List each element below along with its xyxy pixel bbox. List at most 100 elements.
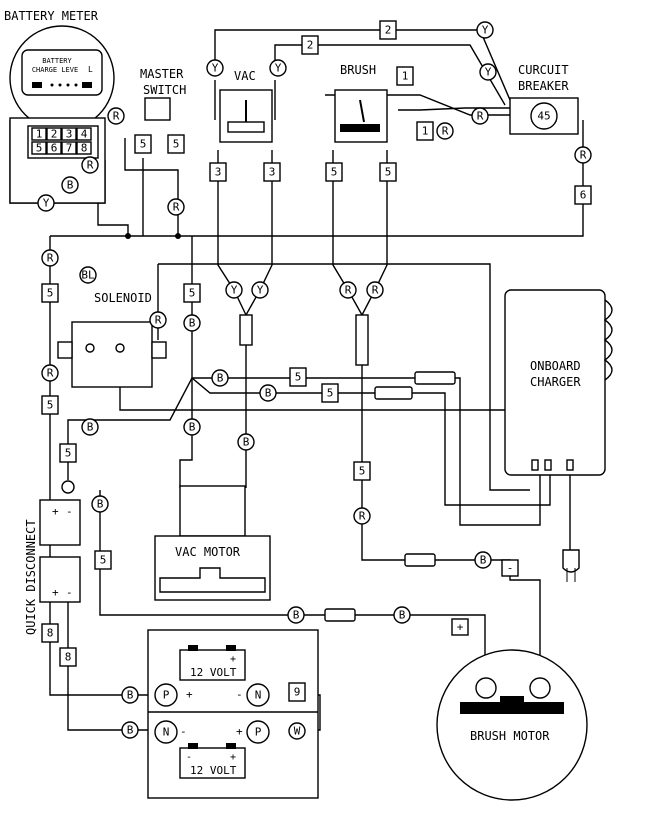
svg-text:3: 3 xyxy=(269,166,276,179)
vac-motor-label: VAC MOTOR xyxy=(175,545,241,559)
svg-text:B: B xyxy=(189,317,196,330)
meter-digit: 8 xyxy=(81,142,88,155)
circuit-breaker: CURCUIT BREAKER 45 xyxy=(509,63,579,135)
wire-color-tag: Y xyxy=(225,281,243,299)
svg-text:B: B xyxy=(127,724,134,737)
wire-color-tag: R xyxy=(81,156,99,174)
svg-text:Y: Y xyxy=(482,24,489,37)
svg-text:5: 5 xyxy=(327,387,334,400)
breaker-rating: 45 xyxy=(537,110,550,123)
svg-text:R: R xyxy=(442,125,449,138)
circuit-breaker-label-1: CURCUIT xyxy=(518,63,569,77)
wire-number-tag: 5 xyxy=(325,162,343,182)
wire-color-tag: B xyxy=(287,606,305,624)
wire-number-tag: 5 xyxy=(41,283,59,303)
vac-label: VAC xyxy=(234,69,256,83)
meter-digit: 4 xyxy=(81,128,88,141)
wire-color-tag: B xyxy=(121,721,139,739)
polarity-box: + xyxy=(451,618,469,636)
wire-number-tag: 5 xyxy=(167,134,185,154)
master-switch-label-2: SWITCH xyxy=(143,83,186,97)
wire-color-tag: B xyxy=(91,495,109,513)
wire-color-tag: R xyxy=(366,281,384,299)
terminal-plus-bottom: + xyxy=(236,725,243,738)
wire-color-tag: R xyxy=(574,146,592,164)
battery-bottom-plus: + xyxy=(230,752,236,763)
svg-text:R: R xyxy=(173,201,180,214)
svg-text:1: 1 xyxy=(402,70,409,83)
charger-label-2: CHARGER xyxy=(530,375,581,389)
terminal-n-bottom: N xyxy=(163,726,170,739)
svg-text:W: W xyxy=(294,725,301,738)
svg-text:5: 5 xyxy=(47,399,54,412)
brush-label: BRUSH xyxy=(340,63,376,77)
meter-digit: 5 xyxy=(36,142,43,155)
svg-text:R: R xyxy=(372,284,379,297)
wire-number-tag: 5 xyxy=(41,395,59,415)
wire-color-tag: B xyxy=(393,606,411,624)
wire-color-tag: B xyxy=(61,176,79,194)
wire-color-tag: R xyxy=(107,107,125,125)
brush-motor: BRUSH MOTOR xyxy=(436,649,588,801)
svg-text:5: 5 xyxy=(100,554,107,567)
solenoid: SOLENOID xyxy=(57,291,167,388)
wire-color-tag: R xyxy=(149,311,167,329)
wire-number-tag: 5 xyxy=(321,383,339,403)
svg-text:R: R xyxy=(47,367,54,380)
wire-color-tag: Y xyxy=(37,194,55,212)
battery-meter: BATTERY METER BATTERY CHARGE LEVE L 1 2 … xyxy=(4,9,115,204)
svg-text:R: R xyxy=(477,110,484,123)
svg-text:2: 2 xyxy=(385,24,392,37)
battery-meter-label: BATTERY METER xyxy=(4,9,99,23)
wire-color-tag: B xyxy=(121,686,139,704)
svg-text:R: R xyxy=(359,510,366,523)
svg-text:B: B xyxy=(127,689,134,702)
svg-text:B: B xyxy=(243,436,250,449)
meter-digit: 6 xyxy=(51,142,58,155)
wire-number-tag: 5 xyxy=(379,162,397,182)
wire-number-tag: 9 xyxy=(288,682,306,702)
svg-text:B: B xyxy=(189,421,196,434)
wire-number-tag: 5 xyxy=(59,443,77,463)
polarity-box: - xyxy=(501,559,519,577)
terminal-p-bottom: P xyxy=(255,726,262,739)
wire-color-tag: R xyxy=(436,122,454,140)
svg-text:6: 6 xyxy=(580,189,587,202)
meter-face-label-1: BATTERY xyxy=(42,57,72,65)
wire-number-tag: 6 xyxy=(574,185,592,205)
svg-text:B: B xyxy=(293,609,300,622)
wire-color-tag: Y xyxy=(251,281,269,299)
svg-text:8: 8 xyxy=(65,651,72,664)
svg-text:R: R xyxy=(113,110,120,123)
wire-color-tag: B xyxy=(237,433,255,451)
wire-color-tag: BL xyxy=(79,266,97,284)
junction-dot xyxy=(125,233,131,239)
svg-text:B: B xyxy=(217,372,224,385)
terminal-n-top: N xyxy=(255,689,262,702)
solenoid-label: SOLENOID xyxy=(94,291,152,305)
wire-number-tag: 5 xyxy=(289,367,307,387)
brush-switch: BRUSH xyxy=(334,63,388,143)
master-switch: MASTER SWITCH xyxy=(140,67,186,121)
meter-digit: 3 xyxy=(66,128,73,141)
svg-text:2: 2 xyxy=(307,39,314,52)
quick-disconnect-label: QUICK DISCONNECT xyxy=(24,519,38,635)
wire-color-tag: Y xyxy=(476,21,494,39)
qd-plus-top: + xyxy=(52,505,59,518)
wire-number-tag: 1 xyxy=(416,121,434,141)
svg-text:Y: Y xyxy=(257,284,264,297)
svg-text:5: 5 xyxy=(65,447,72,460)
svg-text:5: 5 xyxy=(359,465,366,478)
terminal-minus-top: - xyxy=(236,688,243,701)
wire-color-tag: B xyxy=(259,384,277,402)
batteries: 12 VOLT + 12 VOLT + - P N N P + - - + xyxy=(147,629,319,799)
wire-color-tag: R xyxy=(41,364,59,382)
relays xyxy=(239,314,369,366)
svg-text:Y: Y xyxy=(212,62,219,75)
svg-text:B: B xyxy=(97,498,104,511)
svg-text:5: 5 xyxy=(331,166,338,179)
qd-minus-bottom: - xyxy=(66,586,73,599)
